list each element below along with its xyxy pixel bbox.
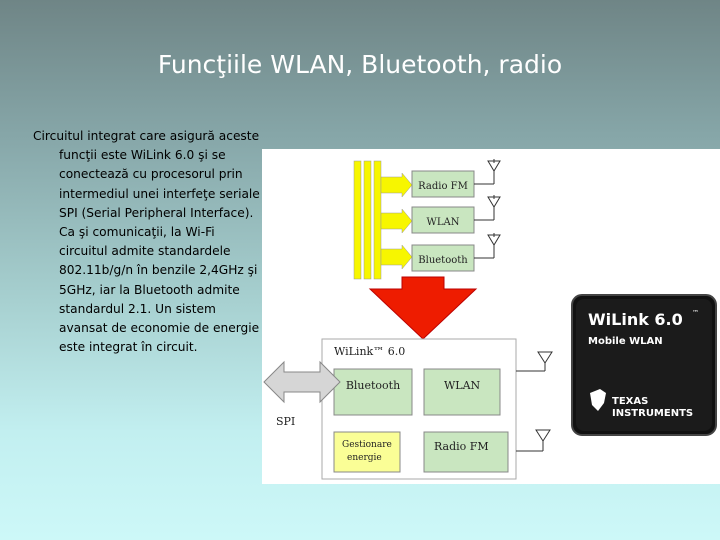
block-radio-fm-inner: Radio FM: [423, 431, 509, 473]
brand-line-2: Instruments: [612, 408, 693, 419]
block-radio-fm-top-label: Radio FM: [418, 181, 468, 192]
wilink-chip-photo: WiLink 6.0 ™ Mobile WLAN Texas Instrumen…: [571, 294, 717, 436]
block-radio-fm-top: Radio FM: [411, 170, 475, 198]
chip-name-label: WiLink™ 6.0: [334, 345, 405, 358]
yellow-bus: [353, 160, 413, 280]
antenna-icon: [516, 351, 553, 452]
wilink-block-diagram: Radio FM WLAN Bluetooth WiLink™ 6.0 Blue…: [262, 149, 720, 484]
spi-double-arrow: [263, 360, 341, 404]
chip-photo-title: WiLink 6.0: [588, 310, 683, 329]
block-bluetooth-top: Bluetooth: [411, 244, 475, 272]
block-wlan-top: WLAN: [411, 206, 475, 234]
brand-line-1: Texas: [612, 396, 648, 407]
chip-photo-tm: ™: [692, 309, 699, 317]
block-wlan-inner-label: WLAN: [444, 379, 481, 392]
body-paragraph: Circuitul integrat care asigură aceste f…: [33, 129, 260, 355]
power-management-label-2: energie: [347, 453, 382, 463]
slide-title: Funcţiile WLAN, Bluetooth, radio: [157, 50, 563, 79]
block-radio-fm-inner-label: Radio FM: [434, 440, 489, 453]
block-power-management: Gestionare energie: [333, 431, 401, 473]
block-wlan-inner: WLAN: [423, 368, 501, 416]
diagram-svg: Radio FM WLAN Bluetooth WiLink™ 6.0 Blue…: [263, 159, 717, 480]
antenna-icon: [474, 159, 501, 259]
block-bluetooth-top-label: Bluetooth: [418, 255, 468, 266]
block-bluetooth-inner: Bluetooth: [333, 368, 413, 416]
texas-instruments-logo-icon: Texas Instruments: [590, 389, 693, 419]
block-bluetooth-inner-label: Bluetooth: [346, 379, 400, 392]
power-management-label-1: Gestionare: [342, 440, 392, 450]
spi-label: SPI: [276, 415, 295, 428]
block-wlan-top-label: WLAN: [427, 217, 460, 228]
red-down-arrow: [368, 276, 478, 340]
chip-photo-subtitle: Mobile WLAN: [588, 336, 663, 347]
